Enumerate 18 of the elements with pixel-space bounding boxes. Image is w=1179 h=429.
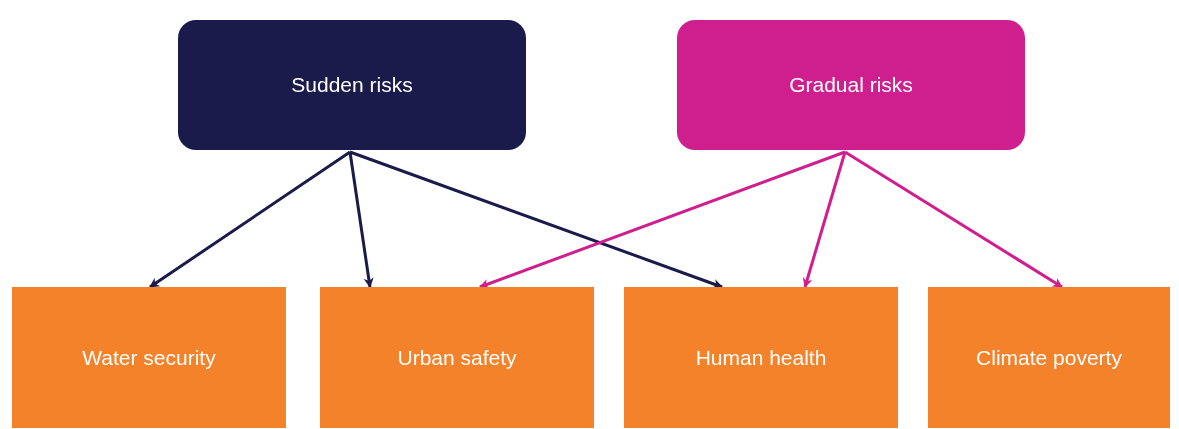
box-label: Climate poverty [976, 344, 1122, 371]
arrow [844, 150, 1063, 289]
arrow [479, 150, 846, 289]
impact-box [320, 287, 594, 428]
arrow [802, 151, 847, 288]
box-label: Human health [695, 344, 827, 371]
impact-box [12, 287, 286, 428]
impact-box [624, 287, 898, 428]
box-label: Sudden risks [291, 72, 413, 99]
box-label: Urban safety [397, 344, 517, 371]
arrow [349, 150, 723, 289]
category-box [178, 20, 526, 150]
arrow [149, 150, 351, 289]
box-label: Gradual risks [789, 72, 913, 99]
arrow [348, 151, 374, 288]
box-label: Water security [82, 344, 216, 371]
impact-box [928, 287, 1170, 428]
category-box [677, 20, 1025, 150]
